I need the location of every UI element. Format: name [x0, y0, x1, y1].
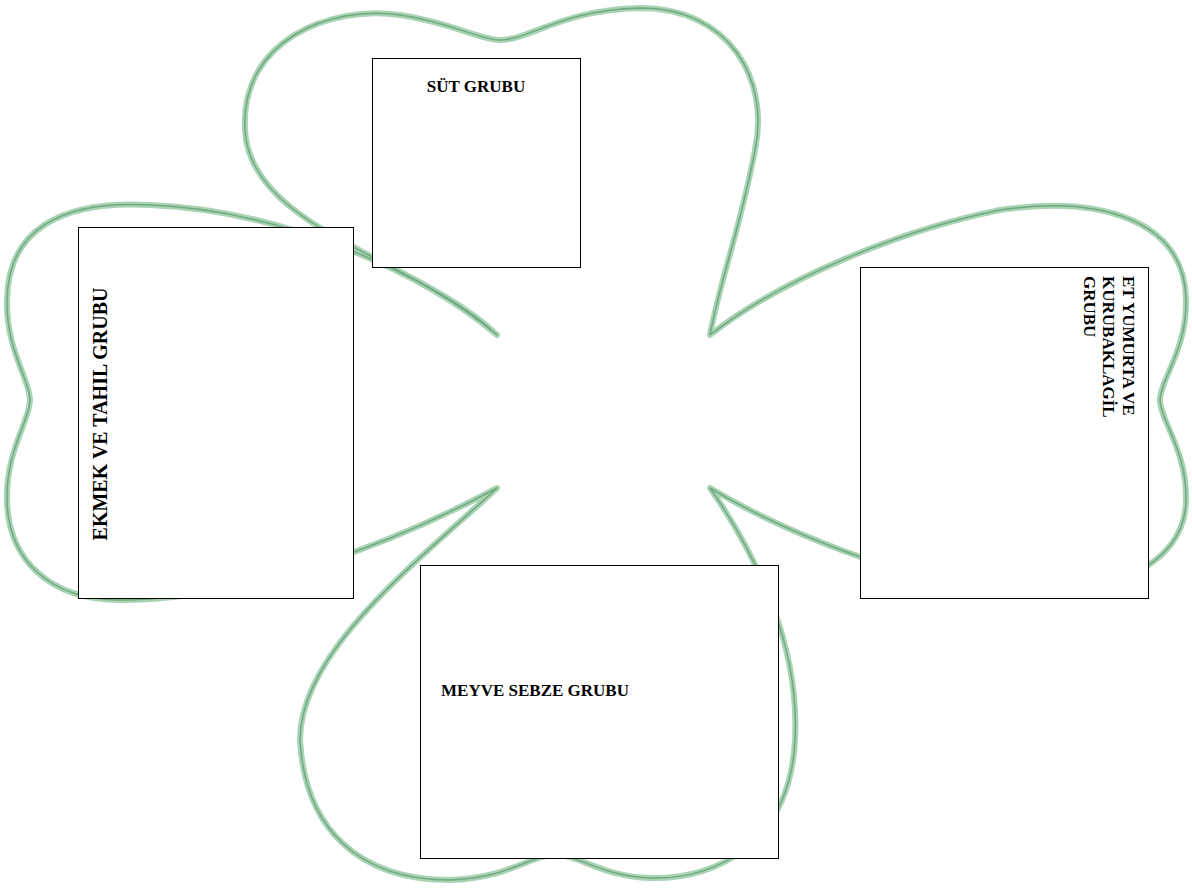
- food-group-box: EKMEK VE TAHIL GRUBU: [78, 227, 354, 599]
- clover-leaf-inner-line: [7, 8, 1186, 880]
- food-group-box: SÜT GRUBU: [372, 58, 581, 268]
- food-group-box: MEYVE SEBZE GRUBU: [420, 565, 779, 859]
- group-title: EKMEK VE TAHIL GRUBU: [89, 238, 112, 590]
- clover-leaf-path: [7, 8, 1186, 880]
- group-title: MEYVE SEBZE GRUBU: [441, 681, 629, 701]
- food-group-box: ET YUMURTA VE KURUBAKLAGİL GRUBU: [860, 267, 1149, 599]
- group-title: ET YUMURTA VE KURUBAKLAGİL GRUBU: [1079, 276, 1138, 446]
- group-title: SÜT GRUBU: [373, 77, 579, 97]
